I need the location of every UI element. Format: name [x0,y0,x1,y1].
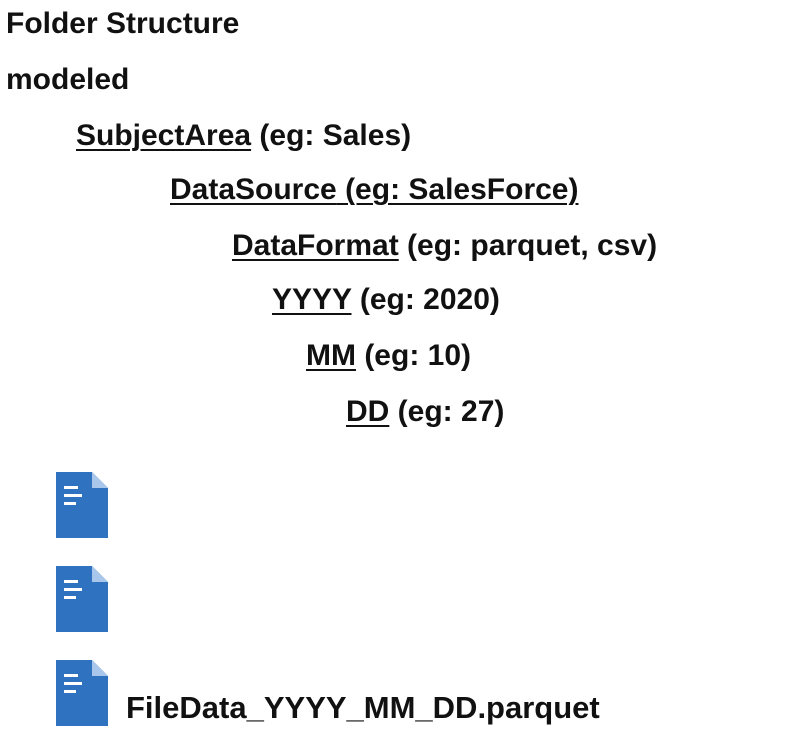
root-folder-label: modeled [6,63,130,96]
folder-name: DD [346,395,390,428]
folder-level-year: YYYY (eg: 2020) [272,280,500,320]
folder-name: YYYY [272,283,352,316]
folder-level-subject-area: SubjectArea (eg: Sales) [76,116,411,156]
folder-name: MM [306,339,356,372]
folder-example: (eg: 2020) [351,283,500,316]
folder-level-data-source: DataSource (eg: SalesForce) [170,170,578,210]
document-icon [56,660,108,726]
document-icon [56,566,108,632]
folder-name: DataSource [170,173,337,206]
folder-level-day: DD (eg: 27) [346,392,504,432]
folder-name: DataFormat [232,229,399,262]
document-icon [56,472,108,538]
folder-level-month: MM (eg: 10) [306,336,471,376]
folder-example: (eg: 27) [389,395,505,428]
folder-example: (eg: 10) [355,339,472,372]
folder-example: (eg: parquet, csv) [398,229,658,262]
folder-example: (eg: SalesForce) [336,173,579,206]
folder-level-data-format: DataFormat (eg: parquet, csv) [232,226,657,266]
folder-name: SubjectArea [76,119,252,152]
file-name: FileData_YYYY_MM_DD.parquet [126,690,600,725]
page-title: Folder Structure [6,7,240,40]
folder-example: (eg: Sales) [251,119,412,152]
